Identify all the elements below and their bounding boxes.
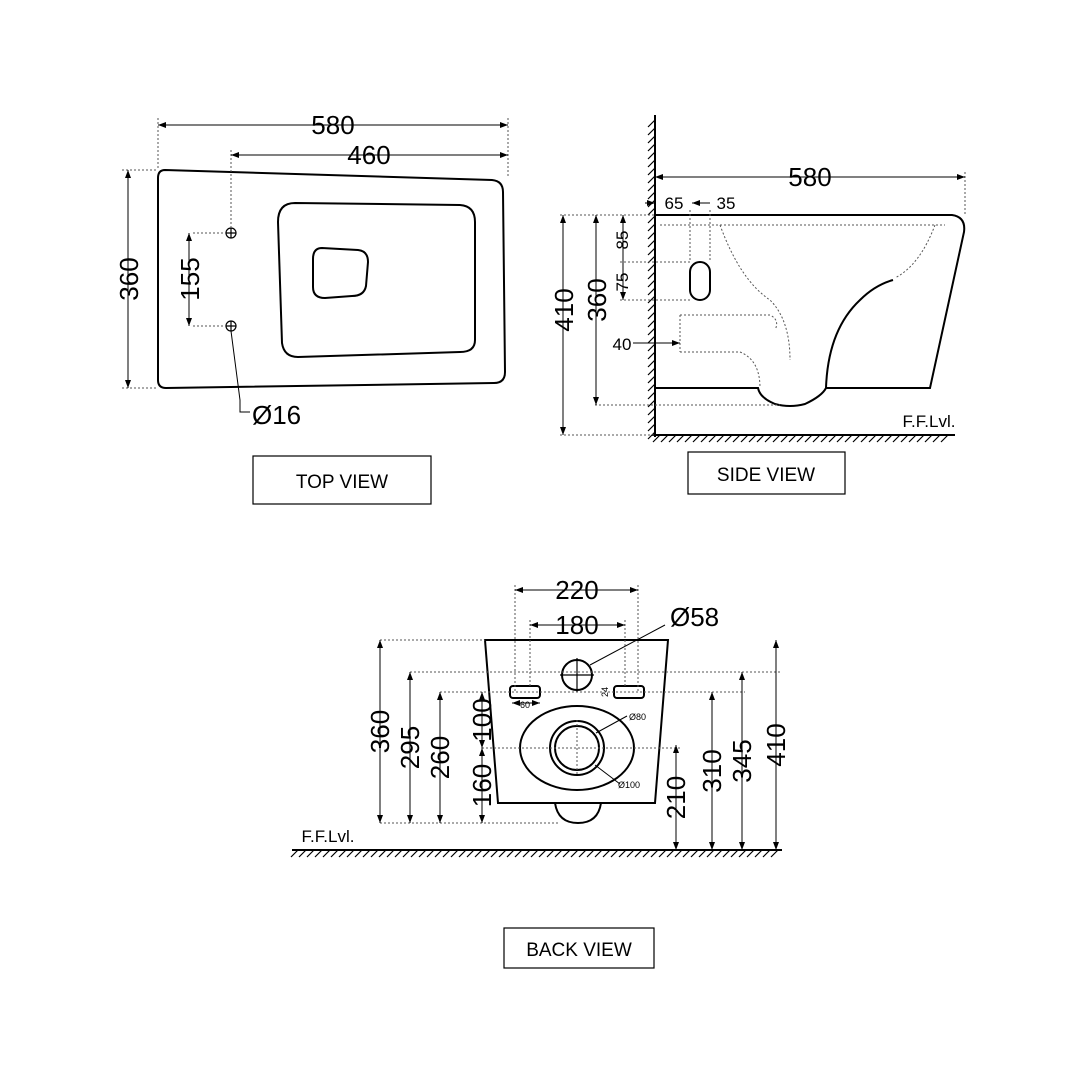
dim-360: 360: [114, 257, 144, 300]
dim-hole-dia: Ø16: [252, 400, 301, 430]
bowl-curve: [825, 279, 894, 389]
dim-h360: 360: [365, 710, 395, 753]
bowl-bottom: [554, 802, 602, 825]
inlet-circle: [560, 658, 594, 692]
inlet-slot: [689, 261, 711, 301]
side-dim-580: 580: [788, 162, 831, 192]
dim-410: 410: [549, 288, 579, 331]
top-view: 580 460 360 155 Ø16 TOP VIEW: [114, 110, 509, 505]
dim-155: 155: [175, 257, 205, 300]
dim-460: 460: [347, 140, 390, 170]
side-outline: [655, 214, 966, 407]
dim-h410: 410: [761, 723, 791, 766]
dim-h160: 160: [467, 764, 497, 807]
dim-outlet-inner: Ø80: [629, 712, 646, 722]
top-view-label-box: [252, 455, 432, 505]
top-outline: [157, 168, 507, 390]
dim-60: 60: [520, 700, 530, 710]
dim-h295: 295: [395, 726, 425, 769]
floor-hatching: [290, 849, 779, 858]
back-view-label-box: [503, 927, 655, 969]
dim-h345: 345: [727, 739, 757, 782]
wall-hatching: [647, 119, 949, 443]
dim-h260: 260: [425, 736, 455, 779]
bowl-opening: [312, 246, 370, 300]
dim-h100: 100: [467, 698, 497, 741]
top-view-label: TOP VIEW: [296, 472, 388, 493]
dim-65: 65: [665, 194, 684, 213]
dim-220: 220: [555, 575, 598, 605]
back-view-label: BACK VIEW: [526, 940, 632, 961]
dim-24: 24: [600, 687, 610, 697]
fixing-hole: [225, 227, 237, 239]
side-view-label: SIDE VIEW: [717, 465, 815, 486]
dim-180: 180: [555, 610, 598, 640]
floor-level-label: F.F.Lvl.: [903, 412, 956, 431]
seat-outline: [276, 201, 476, 359]
dim-40: 40: [613, 335, 632, 354]
side-view: 580 65 35 410 360 85 75 40 F.F.Lvl. SIDE…: [549, 115, 966, 495]
dim-85: 85: [613, 231, 632, 250]
dim-outlet-outer: Ø100: [618, 780, 640, 790]
dim-h210: 210: [661, 776, 691, 819]
dim-360: 360: [582, 278, 612, 321]
fixing-hole: [225, 320, 237, 332]
dim-35: 35: [717, 194, 736, 213]
dim-inlet-dia: Ø58: [670, 602, 719, 632]
dim-h310: 310: [697, 749, 727, 792]
dim-580: 580: [311, 110, 354, 140]
floor-level-label: F.F.Lvl.: [302, 827, 355, 846]
back-outline: [483, 639, 670, 804]
side-view-label-box: [687, 451, 846, 495]
dim-75: 75: [613, 273, 632, 292]
